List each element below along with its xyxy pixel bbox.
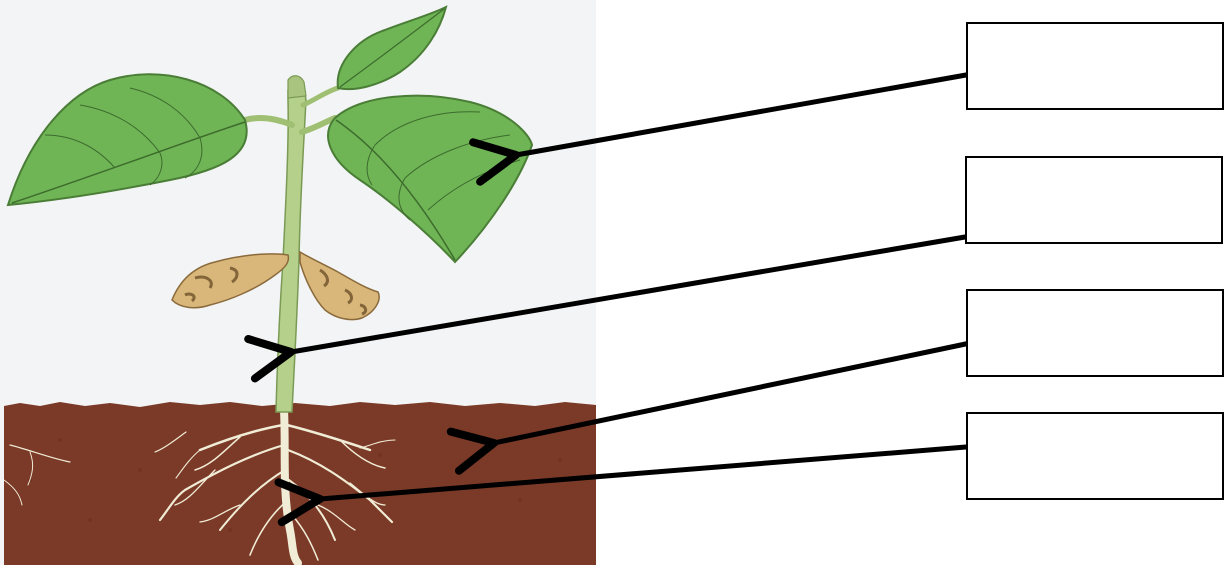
- label-box-soil[interactable]: [966, 289, 1224, 377]
- plant-illustration: [0, 0, 596, 565]
- label-box-root[interactable]: [966, 412, 1224, 500]
- label-box-leaf[interactable]: [966, 22, 1224, 110]
- label-box-stem[interactable]: [965, 156, 1223, 244]
